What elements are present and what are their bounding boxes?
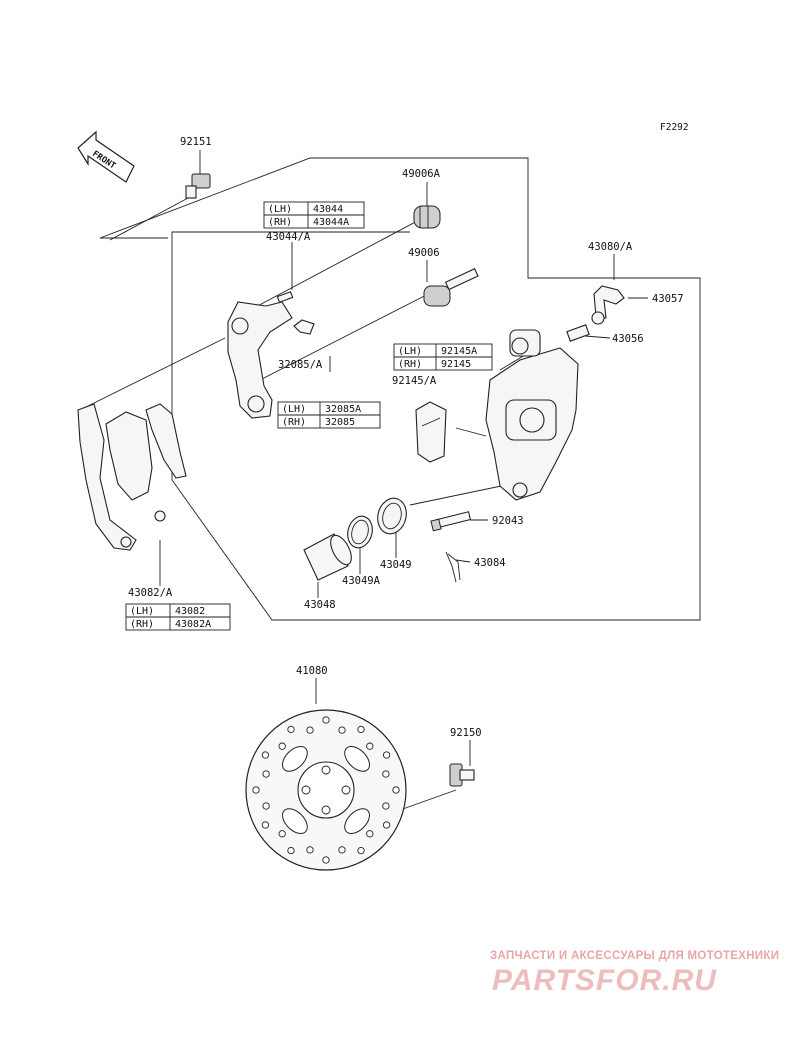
disc-vent-hole [366, 830, 374, 838]
label-43048: 43048 [304, 599, 336, 611]
cotter-pin-icon [445, 551, 461, 583]
table-cell: 32085 [325, 417, 355, 428]
table-43044: (LH) 43044 (RH) 43044A [263, 201, 365, 229]
disc-vent-hole [287, 846, 295, 855]
label-41080: 41080 [296, 665, 328, 677]
front-arrow-icon: FRONT [77, 130, 135, 183]
seal-43049-icon [377, 497, 407, 535]
label-92151: 92151 [180, 136, 212, 148]
brake-pads-icon [77, 403, 187, 551]
table-32085: (LH) 32085A (RH) 32085 [277, 401, 381, 429]
table-cell: (RH) [398, 359, 422, 370]
pin-49006-icon [423, 268, 479, 307]
bolt-92151-icon [185, 173, 211, 199]
table-cell: 92145 [441, 359, 471, 370]
table-cell: (RH) [268, 217, 292, 228]
label-43084: 43084 [474, 557, 506, 569]
seal-43049A-icon [347, 515, 373, 549]
disc-vent-hole [322, 716, 330, 724]
disc-vent-hole [338, 726, 346, 734]
watermark-tagline: ЗАПЧАСТИ И АКСЕССУАРЫ ДЛЯ МОТОТЕХНИКИ [490, 950, 780, 962]
label-43044A: 43044/A [266, 231, 311, 243]
disc-vent-hole [357, 846, 365, 855]
table-cell: (LH) [130, 606, 154, 617]
disc-cutout [344, 746, 370, 772]
table-cell: (RH) [130, 619, 154, 630]
boot-49006A-icon [413, 205, 441, 229]
disc-vent-hole [278, 742, 286, 750]
bolt-92150-icon [449, 763, 475, 787]
disc-vent-hole [306, 726, 314, 734]
disc-mount-hole [321, 805, 331, 815]
disc-cutout [282, 808, 308, 834]
disc-vent-hole [306, 846, 314, 854]
disc-vent-hole [322, 856, 330, 864]
label-49006: 49006 [408, 247, 440, 259]
disc-mount-hole [301, 785, 311, 795]
leader-lines [79, 150, 648, 811]
label-43056: 43056 [612, 333, 644, 345]
caliper-body-icon [485, 329, 579, 501]
slide-pin-icon [430, 511, 472, 532]
bleeder-cap-icon [591, 285, 625, 325]
disc-vent-hole [382, 770, 390, 778]
table-cell: 92145A [441, 346, 477, 357]
piston-icon [303, 533, 352, 581]
disc-cutout [344, 808, 370, 834]
table-cell: (LH) [398, 346, 422, 357]
disc-vent-hole [382, 751, 391, 759]
disc-vent-hole [252, 786, 260, 794]
bleeder-valve-icon [566, 324, 590, 342]
disc-vent-hole [262, 770, 270, 778]
label-92043: 92043 [492, 515, 524, 527]
table-cell: 43044A [313, 217, 349, 228]
table-cell: 43082A [175, 619, 211, 630]
disc-vent-hole [261, 821, 270, 829]
disc-vent-hole [392, 786, 400, 794]
disc-mount-hole [321, 765, 331, 775]
disc-vent-hole [357, 725, 365, 734]
assembly-frame-line [99, 157, 701, 621]
table-cell: (LH) [268, 204, 292, 215]
label-43057: 43057 [652, 293, 684, 305]
table-cell: 32085A [325, 404, 361, 415]
label-43082A: 43082/A [128, 587, 173, 599]
table-cell: (LH) [282, 404, 306, 415]
label-32085A: 32085/A [278, 359, 323, 371]
watermark-logo: PARTSFOR.RU [492, 964, 717, 997]
disc-vent-hole [382, 821, 391, 829]
table-cell: 43082 [175, 606, 205, 617]
table-cell: 43044 [313, 204, 343, 215]
caliper-bracket-icon [227, 291, 294, 419]
disc-vent-hole [338, 846, 346, 854]
disc-mount-hole [341, 785, 351, 795]
label-92150: 92150 [450, 727, 482, 739]
diagram-code: F2292 [660, 122, 689, 133]
disc-vent-hole [262, 802, 270, 810]
label-49006A: 49006A [402, 168, 441, 180]
table-43082: (LH) 43082 (RH) 43082A [125, 603, 231, 631]
disc-cutout [282, 746, 308, 772]
disc-vent-hole [287, 725, 295, 734]
label-92145A: 92145/A [392, 375, 437, 387]
label-43049: 43049 [380, 559, 412, 571]
table-92145: (LH) 92145A (RH) 92145 [393, 343, 493, 371]
label-43049A: 43049A [342, 575, 381, 587]
table-cell: (RH) [282, 417, 306, 428]
disc-vent-hole [366, 742, 374, 750]
brake-disc-icon [245, 709, 407, 871]
disc-vent-hole [278, 830, 286, 838]
disc-vent-hole [382, 802, 390, 810]
label-43080A: 43080/A [588, 241, 633, 253]
pad-spring-icon [415, 401, 447, 463]
clip-32085-icon [293, 319, 315, 335]
disc-vent-hole [261, 751, 270, 759]
